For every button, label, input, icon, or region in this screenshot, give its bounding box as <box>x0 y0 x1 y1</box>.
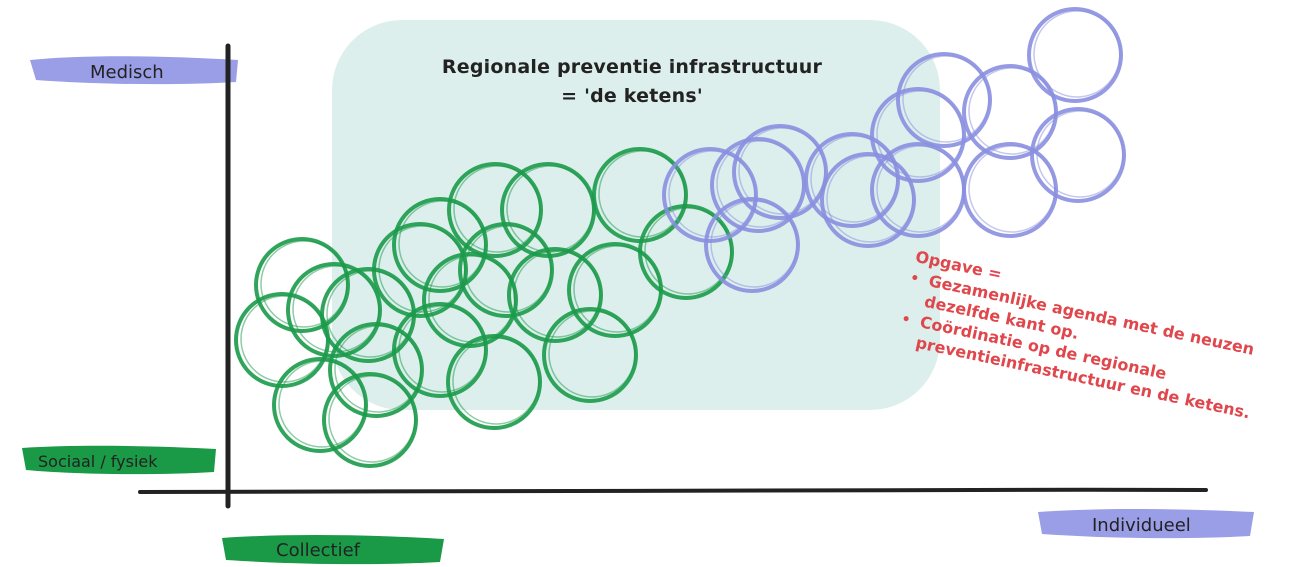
green-circle-inner-stroke <box>241 296 327 382</box>
x-axis <box>140 490 1206 492</box>
diagram-title-line2: = 'de ketens' <box>561 85 703 107</box>
purple-circle-inner-stroke <box>1034 11 1120 97</box>
purple-circle-inner-stroke <box>1037 111 1123 197</box>
y-axis <box>228 46 229 506</box>
axis-label-medisch: Medisch <box>90 62 164 83</box>
axis-label-sociaal-fysiek: Sociaal / fysiek <box>38 452 158 471</box>
diagram-title-line1: Regionale preventie infrastructuur <box>442 56 823 78</box>
axis-label-collectief: Collectief <box>276 540 361 561</box>
purple-circle-inner-stroke <box>969 68 1055 154</box>
axis-label-individueel: Individueel <box>1092 515 1191 536</box>
